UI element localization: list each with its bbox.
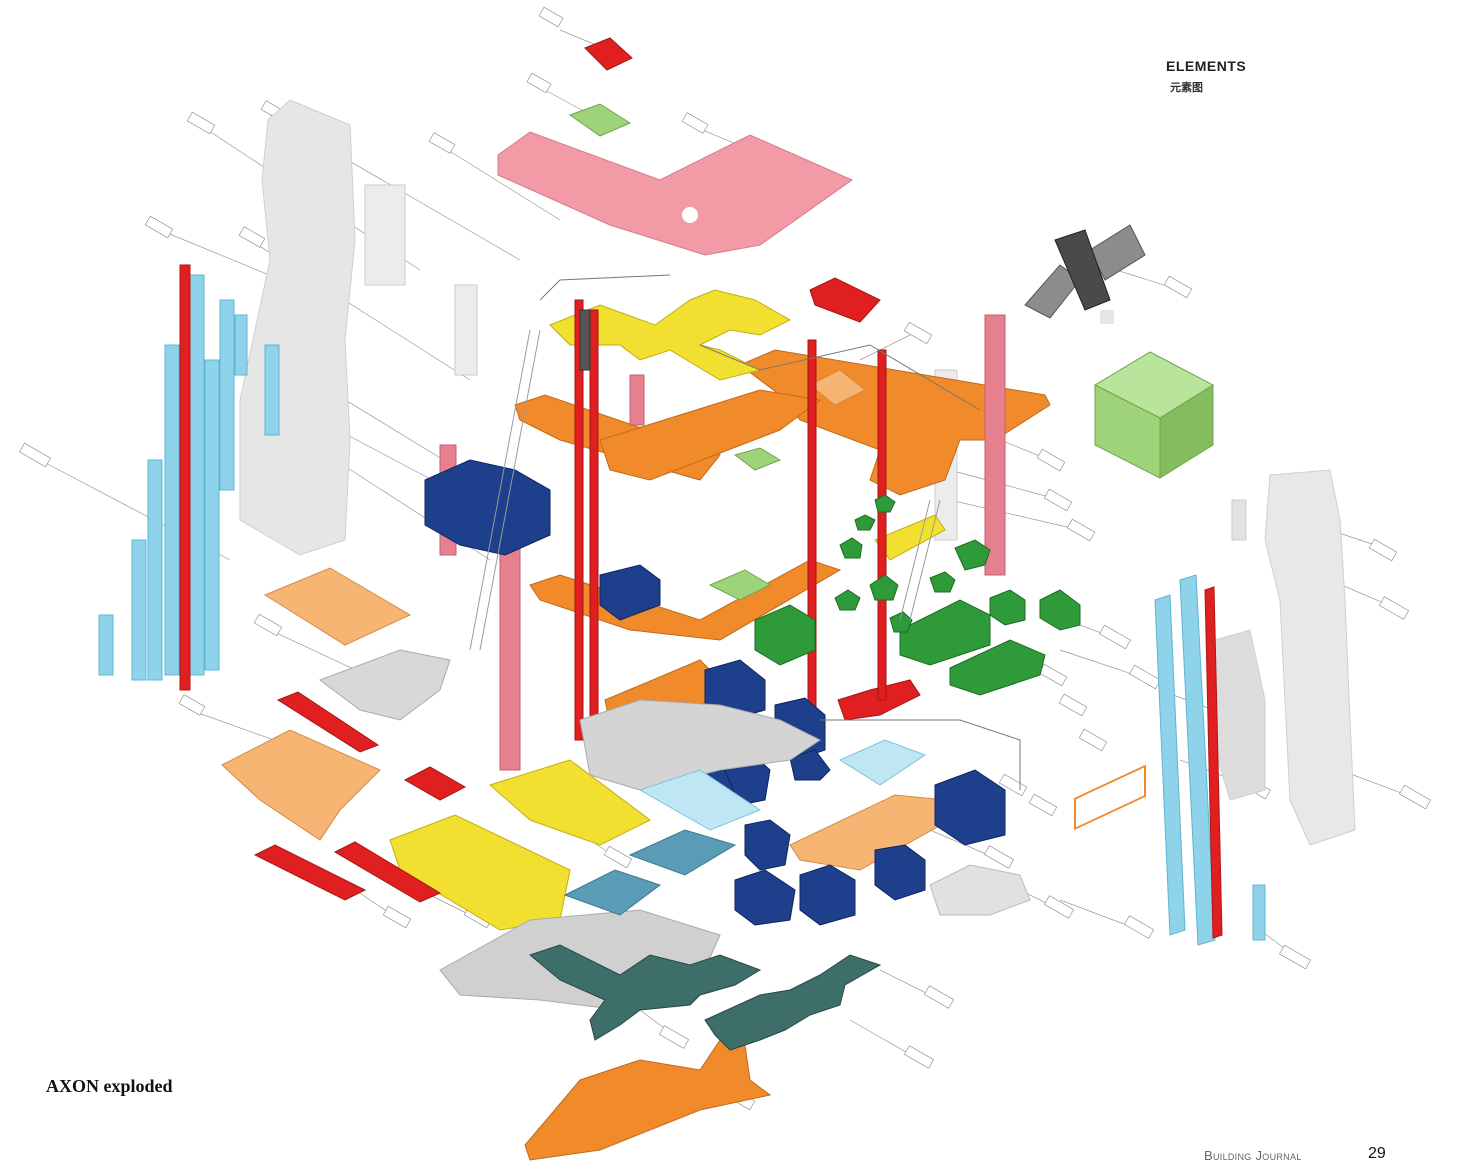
light-green-slabs <box>708 447 782 601</box>
red-column-right <box>1204 586 1223 939</box>
light-blue-columns-right <box>1154 574 1266 946</box>
light-orange-window-frame <box>1074 764 1146 831</box>
light-orange-frames <box>221 369 951 871</box>
diagram-subtitle: 元素图 <box>1170 81 1203 94</box>
publication-name: Building Journal <box>1204 1148 1302 1163</box>
satellite-object <box>1024 224 1146 324</box>
diagram-title: ELEMENTS <box>1166 58 1247 74</box>
grey-tower-right <box>1214 469 1356 846</box>
dark-column <box>579 309 591 371</box>
figure-caption: AXON exploded <box>46 1076 173 1096</box>
light-blue-slabs <box>638 739 927 831</box>
red-piece-top <box>584 37 633 71</box>
light-blue-columns-left <box>98 274 280 681</box>
page-number: 29 <box>1368 1145 1386 1162</box>
frame-lines <box>539 274 1021 790</box>
teal-slabs <box>563 829 737 916</box>
pink-roof-slab <box>497 131 854 256</box>
green-cube <box>1093 351 1215 479</box>
navy-blocks <box>424 459 1006 926</box>
yellow-elements <box>389 289 946 931</box>
dark-teal-floor-plates <box>528 944 882 1051</box>
red-pieces <box>253 277 921 903</box>
green-piece-top <box>568 103 632 137</box>
red-column-left <box>179 264 191 691</box>
green-blocks <box>754 494 1081 696</box>
ladders <box>469 329 941 651</box>
